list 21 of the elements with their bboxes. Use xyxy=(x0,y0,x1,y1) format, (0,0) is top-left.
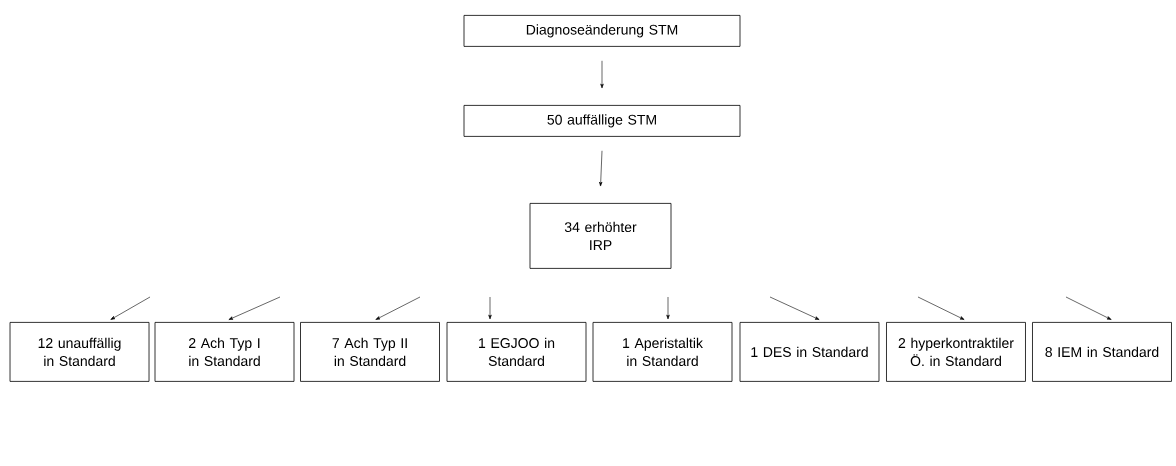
process-box: 34 erhöhter IRP xyxy=(529,203,672,269)
process-box: 50 auffällige STM xyxy=(463,105,741,137)
arrow xyxy=(1065,296,1112,320)
arrow xyxy=(375,296,421,320)
process-box: 12 unauffällig in Standard xyxy=(9,322,150,382)
process-box: 2 hyperkontraktiler Ö. in Standard xyxy=(886,322,1026,382)
process-box: 1 Aperistaltik in Standard xyxy=(592,322,733,382)
process-box: 8 IEM in Standard xyxy=(1032,322,1172,382)
process-box: Diagnoseänderung STM xyxy=(463,15,741,47)
arrow xyxy=(228,296,281,320)
arrow xyxy=(666,296,670,320)
process-box: 2 Ach Typ I in Standard xyxy=(154,322,295,382)
arrow xyxy=(599,150,603,187)
arrow xyxy=(488,296,492,320)
process-box: 1 DES in Standard xyxy=(739,322,880,382)
arrow xyxy=(917,296,965,320)
arrow xyxy=(769,296,820,320)
arrow xyxy=(110,296,151,320)
arrow xyxy=(600,60,604,89)
process-box: 7 Ach Typ II in Standard xyxy=(300,322,440,382)
process-box: 1 EGJOO in Standard xyxy=(446,322,587,382)
